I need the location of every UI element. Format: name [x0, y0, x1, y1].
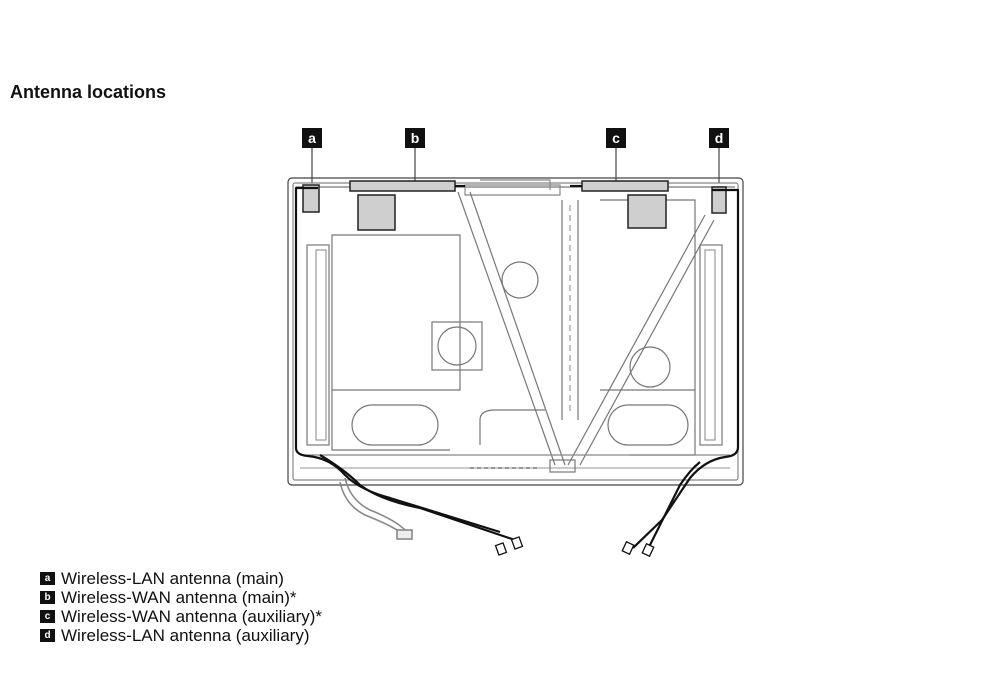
antenna-d: [711, 186, 727, 214]
callout-d: d: [709, 128, 729, 148]
callout-b: b: [405, 128, 425, 148]
legend-text-d: Wireless-LAN antenna (auxiliary): [61, 625, 310, 645]
legend-item-d: d Wireless-LAN antenna (auxiliary): [40, 626, 322, 645]
antenna-a: [302, 184, 320, 213]
legend-item-a: a Wireless-LAN antenna (main): [40, 569, 322, 588]
legend-marker-d: d: [40, 629, 55, 642]
antenna-b-bar: [349, 180, 456, 192]
antenna-c-pad: [627, 194, 667, 229]
callout-a: a: [302, 128, 322, 148]
legend-item-c: c Wireless-WAN antenna (auxiliary)*: [40, 607, 322, 626]
legend-item-b: b Wireless-WAN antenna (main)*: [40, 588, 322, 607]
legend-marker-c: c: [40, 610, 55, 623]
legend-text-c: Wireless-WAN antenna (auxiliary)*: [61, 606, 323, 626]
connector-c: [641, 542, 655, 558]
page-title: Antenna locations: [10, 82, 167, 102]
antenna-c-bar: [581, 180, 669, 192]
lcd-cover-outline: [287, 177, 744, 486]
legend-text-b: Wireless-WAN antenna (main)*: [61, 587, 297, 607]
cable-c: [649, 461, 701, 546]
legend-marker-b: b: [40, 591, 55, 604]
cable-d: [632, 188, 740, 549]
connector-a: [494, 542, 508, 556]
connector-d: [621, 540, 635, 556]
antenna-b-pad: [357, 194, 396, 231]
legend: a Wireless-LAN antenna (main) b Wireless…: [40, 569, 322, 645]
legend-marker-a: a: [40, 572, 55, 585]
legend-text-a: Wireless-LAN antenna (main): [61, 568, 284, 588]
cable-b: [319, 454, 516, 542]
connector-b: [510, 536, 524, 550]
callout-c: c: [606, 128, 626, 148]
